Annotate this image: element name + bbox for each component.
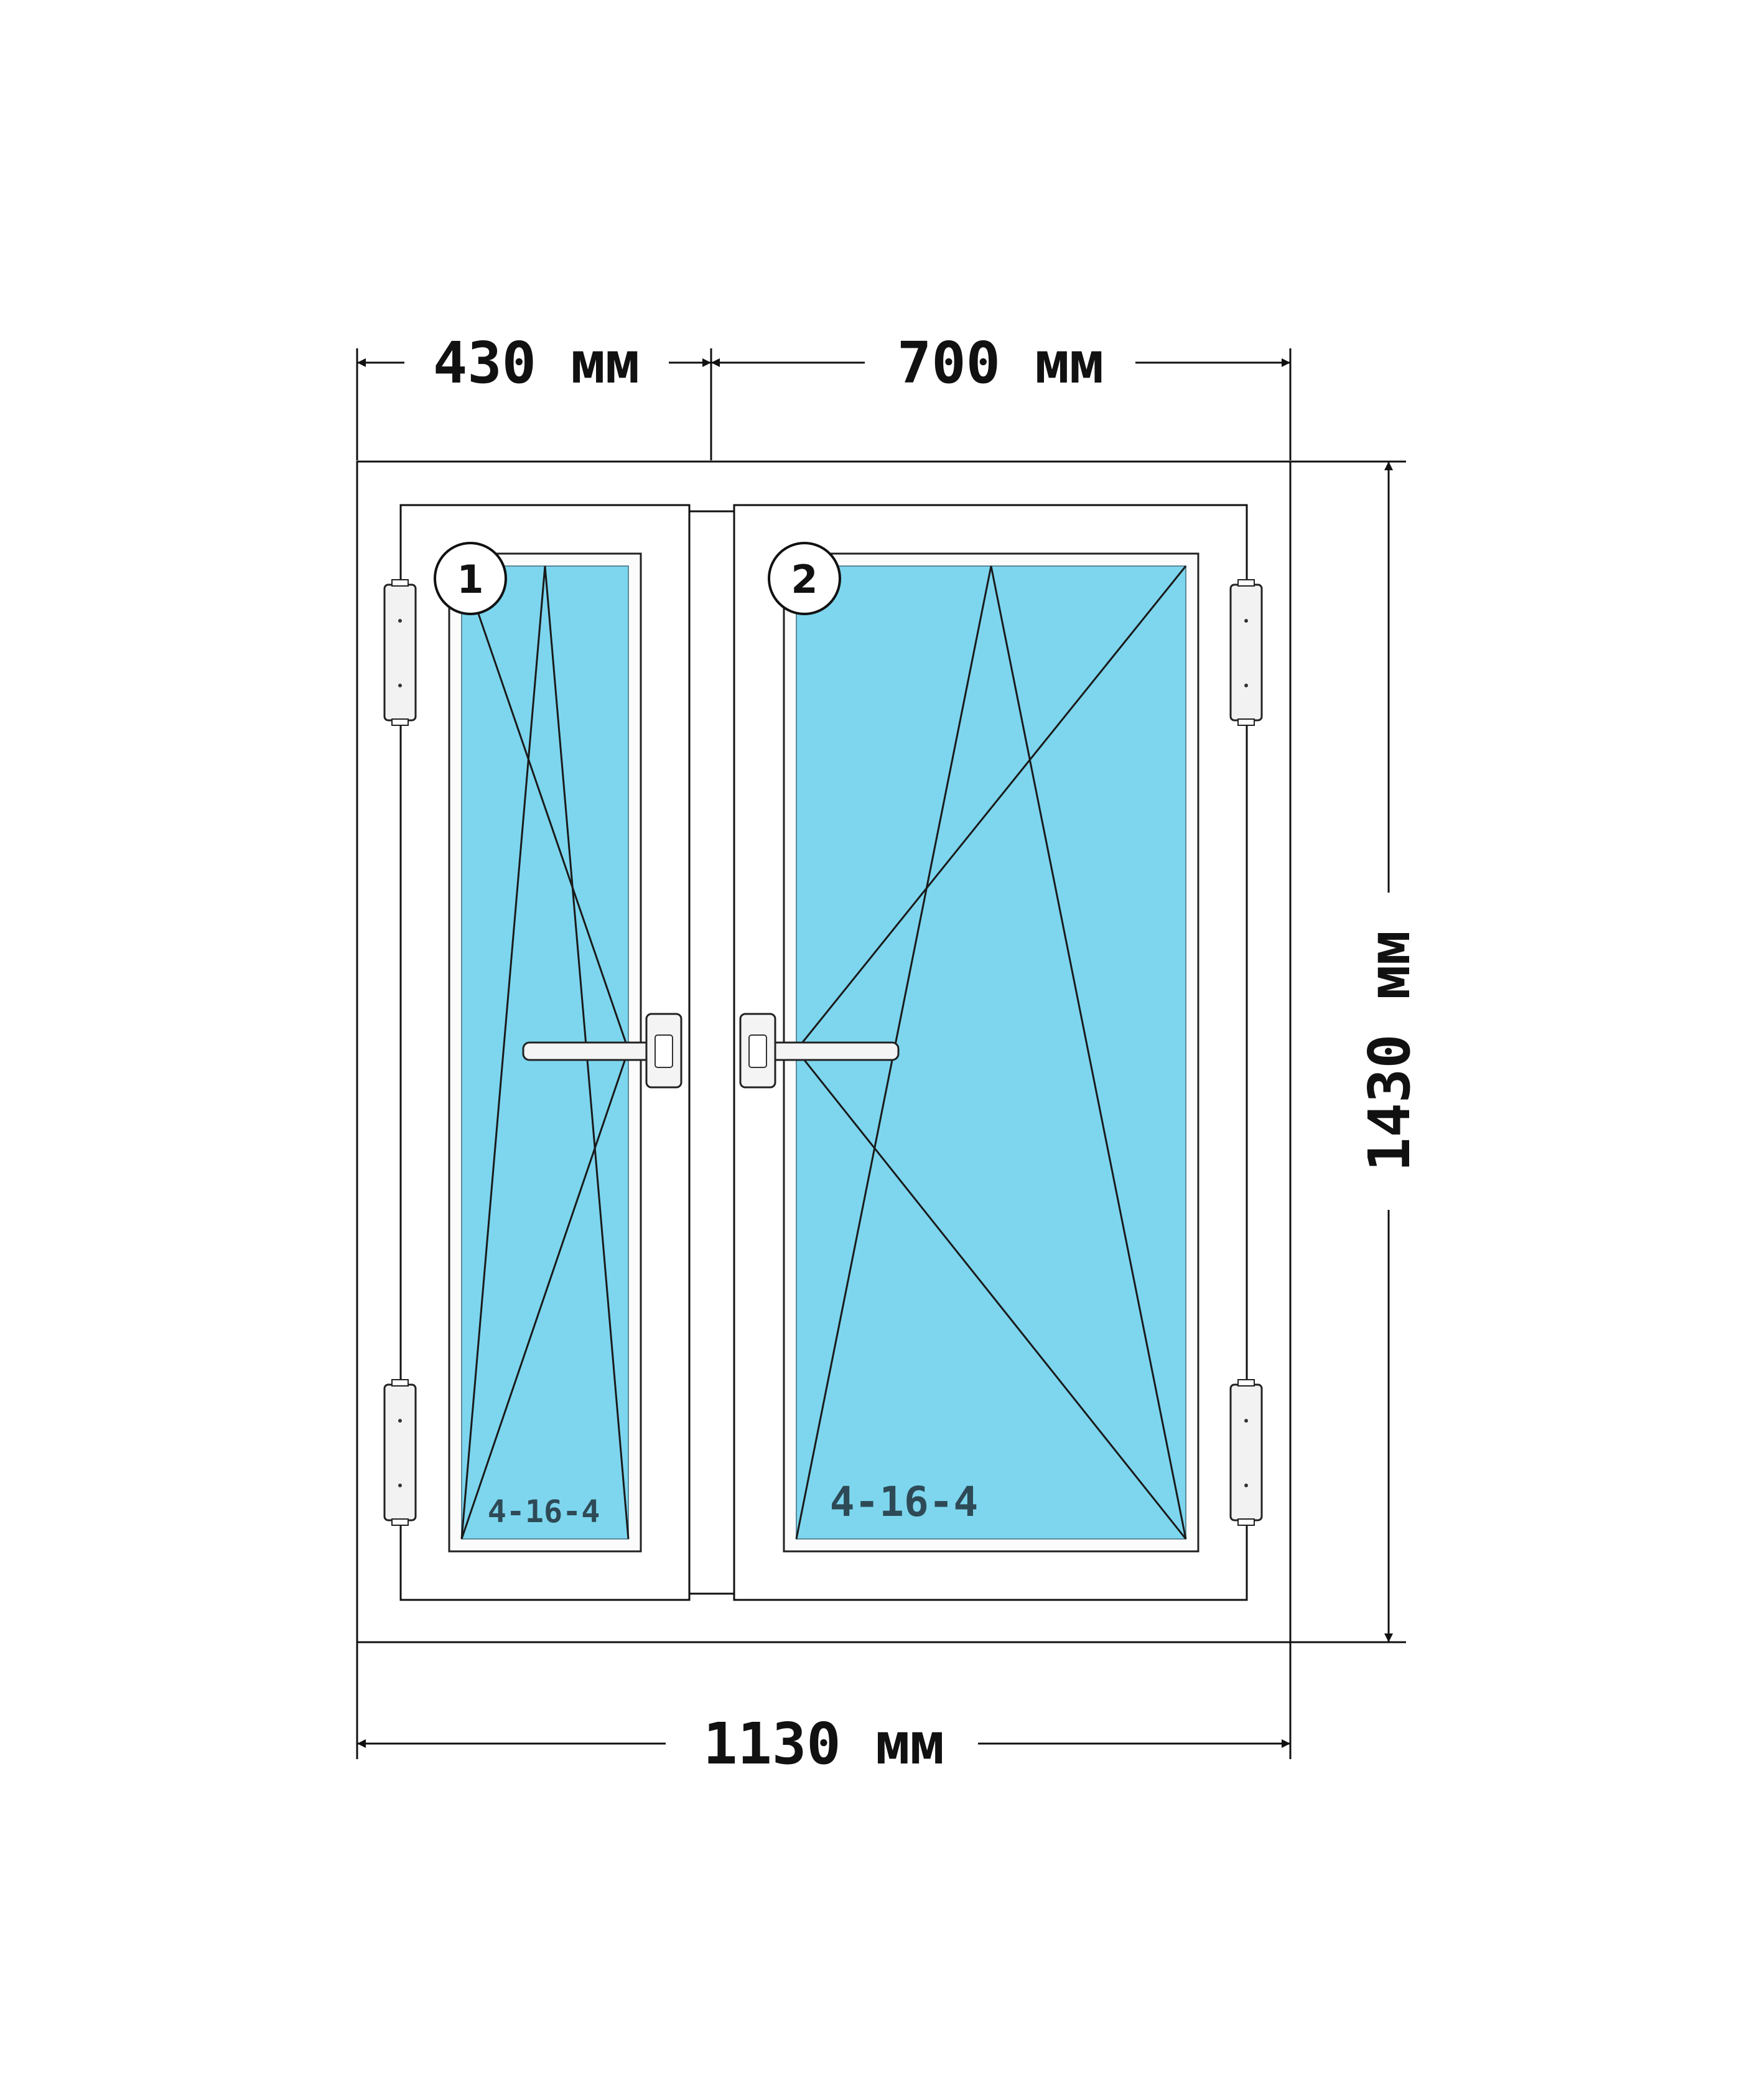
mullion (688, 510, 735, 1595)
right-top-hinge-icon (1229, 579, 1263, 726)
right-dimension (1290, 460, 1406, 1643)
right-bottom-hinge-icon (1229, 1379, 1263, 1526)
top-dimensions (356, 348, 1292, 460)
right-glass-spec: 4-16-4 (830, 1478, 978, 1526)
sash-number-1: 1 (434, 542, 507, 615)
total-width-label: 1130 мм (703, 1711, 944, 1777)
right-handle-icon (739, 1013, 900, 1089)
svg-text:1: 1 (457, 557, 483, 602)
left-glass-spec: 4-16-4 (488, 1494, 600, 1530)
left-top-hinge-icon (383, 579, 417, 726)
left-bottom-hinge-icon (383, 1379, 417, 1526)
right-sash-width-label: 700 мм (897, 330, 1104, 396)
bottom-dimension (356, 1642, 1292, 1759)
sash-number-2: 2 (768, 542, 841, 615)
left-sash-width-label: 430 мм (433, 330, 640, 396)
total-height-label: 1430 мм (1356, 931, 1423, 1172)
left-handle-icon (522, 1013, 682, 1089)
svg-text:2: 2 (791, 557, 817, 602)
